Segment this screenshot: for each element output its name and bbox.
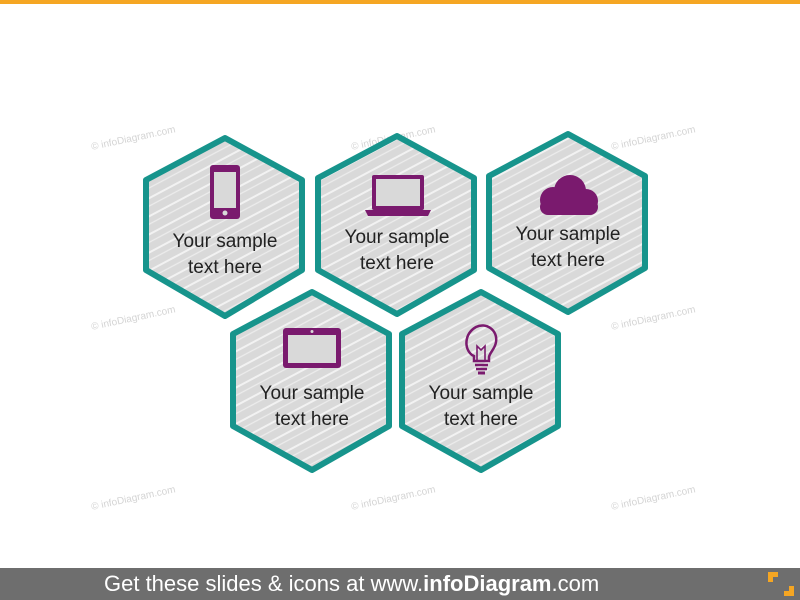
watermark-text: © infoDiagram.com	[90, 304, 176, 333]
hexagon-laptop: Your sample text here	[315, 133, 477, 317]
watermark-text: © infoDiagram.com	[90, 484, 176, 513]
watermark-text: © infoDiagram.com	[350, 484, 436, 513]
hexagon-shape	[399, 289, 561, 473]
top-accent-bar	[0, 0, 800, 4]
watermark-text: © infoDiagram.com	[610, 304, 696, 333]
hexagon-text-line1: Your sample	[173, 231, 278, 252]
hexagon-lightbulb: Your sample text here	[399, 289, 561, 473]
infodiagram-logo-icon	[768, 572, 794, 596]
hexagon-text-line1: Your sample	[516, 224, 621, 245]
lightbulb-icon	[465, 324, 498, 375]
hexagon-cloud: Your sample text here	[486, 131, 648, 315]
footer-suffix: .com	[551, 571, 600, 596]
laptop-icon	[365, 175, 431, 216]
footer-brand: infoDiagram	[423, 571, 552, 596]
watermark-text: © infoDiagram.com	[610, 484, 696, 513]
hexagon-diagram: © infoDiagram.com © infoDiagram.com © in…	[90, 124, 696, 513]
footer-banner: Get these slides & icons at www.infoDiag…	[0, 568, 800, 600]
hexagon-shape	[230, 289, 392, 473]
hexagon-text-line2: text here	[360, 253, 434, 274]
hexagon-text-line2: text here	[275, 409, 349, 430]
hexagon-text-line2: text here	[444, 409, 518, 430]
hexagon-smartphone: Your sample text here	[143, 135, 305, 319]
hexagon-shape	[315, 133, 477, 317]
watermark-text: © infoDiagram.com	[610, 124, 696, 153]
hexagon-text-line2: text here	[531, 250, 605, 271]
hexagon-text-line1: Your sample	[260, 383, 365, 404]
hexagon-tablet: Your sample text here	[230, 289, 392, 473]
cloud-icon	[540, 175, 598, 215]
footer-prefix: Get these slides & icons at www.	[104, 571, 424, 596]
hexagon-shape	[143, 135, 305, 319]
tablet-icon	[283, 328, 341, 368]
hexagon-shape	[486, 131, 648, 315]
hexagon-text-line2: text here	[188, 257, 262, 278]
smartphone-icon	[210, 165, 240, 219]
hexagon-text-line1: Your sample	[429, 383, 534, 404]
footer-text: Get these slides & icons at www.infoDiag…	[104, 568, 599, 600]
hexagon-text-line1: Your sample	[345, 227, 450, 248]
watermark-text: © infoDiagram.com	[90, 124, 176, 153]
